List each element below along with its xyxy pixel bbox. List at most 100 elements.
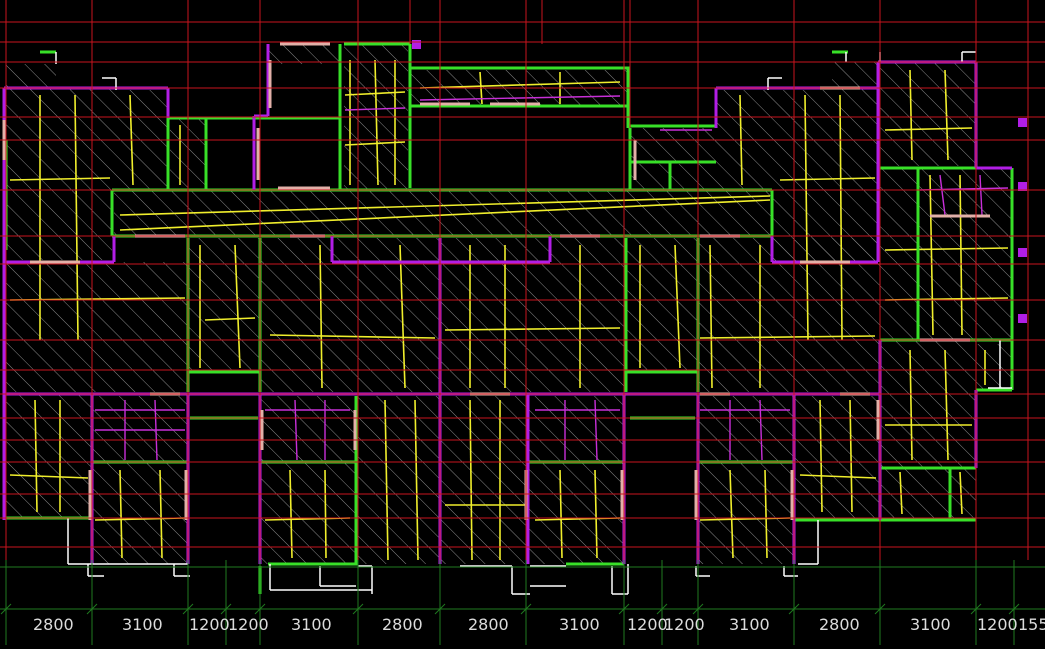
rebar-line	[469, 399, 473, 561]
slab-room	[356, 396, 440, 564]
rebar-line	[119, 469, 123, 559]
rebar-line	[444, 327, 621, 331]
dimension-label: 2800	[819, 615, 860, 634]
rebar-line-accent	[979, 174, 983, 216]
rebar-line	[959, 174, 963, 336]
axis-grid-red	[0, 0, 1045, 560]
rebar-line	[709, 244, 713, 389]
rebar-line	[374, 59, 379, 186]
rebar-line	[9, 474, 89, 479]
slab-room	[626, 238, 698, 370]
dimension-label: 3100	[122, 615, 163, 634]
slab-room	[188, 238, 260, 370]
column-marker	[1018, 248, 1027, 257]
rebar-line	[884, 247, 1009, 251]
rebar-line	[699, 335, 876, 339]
rebar-line	[594, 469, 598, 559]
rebar-line	[204, 317, 256, 321]
slab-room	[528, 396, 624, 564]
slab-room	[880, 168, 1012, 340]
rebar-line	[799, 474, 877, 479]
dimension-label: 1200	[189, 615, 230, 634]
rebar-line	[269, 334, 436, 339]
dimension-label: 3100	[729, 615, 770, 634]
dimension-label: 3100	[291, 615, 332, 634]
rebar-line	[559, 469, 563, 559]
rebar-line	[414, 399, 419, 561]
dimension-label: 2800	[33, 615, 74, 634]
rebar-line-accent	[294, 399, 298, 461]
column-marker	[1018, 314, 1027, 323]
rebar-line	[899, 471, 903, 515]
column-marker	[412, 40, 421, 49]
dimension-label: 3100	[559, 615, 600, 634]
rebar-line	[929, 174, 934, 336]
rebar-line	[159, 469, 163, 559]
rebar-line-accent	[759, 399, 763, 461]
rebar-line-accent	[344, 107, 406, 111]
slab-room	[268, 44, 340, 64]
dimension-label: 1200	[664, 615, 705, 634]
slab-room	[260, 396, 356, 564]
rebar-line	[839, 94, 843, 341]
rebar-line	[289, 469, 293, 559]
rebar-line	[884, 127, 973, 131]
slab-room	[6, 88, 112, 260]
rebar-line	[959, 471, 963, 515]
slab-room	[630, 164, 716, 190]
rebar-line	[419, 81, 621, 89]
column-marker	[1018, 118, 1027, 127]
rebar-line	[944, 69, 949, 161]
rebar-line	[384, 399, 389, 561]
rebar-line	[9, 177, 111, 181]
slab-room	[6, 394, 92, 518]
rebar-line-accent	[939, 174, 946, 216]
floor-slab-hatch-layer	[6, 44, 1012, 564]
slab-room	[6, 262, 188, 392]
rebar-line	[729, 469, 734, 559]
dimension-label: 1200	[228, 615, 269, 634]
dimension-label: 1200	[977, 615, 1018, 634]
rebar-line	[344, 91, 406, 96]
rebar-line	[324, 469, 327, 559]
slab-room	[114, 190, 772, 236]
slab-room	[976, 344, 1012, 390]
rebar-line	[804, 94, 809, 341]
rebar-line	[34, 399, 38, 513]
slab-room	[440, 396, 528, 564]
dimension-label: 2800	[468, 615, 509, 634]
rebar-line	[944, 349, 949, 461]
slab-room	[630, 128, 716, 162]
slab-room	[794, 396, 880, 520]
rebar-line	[234, 244, 241, 369]
rebar-line	[779, 177, 876, 181]
rebar-line	[344, 141, 406, 146]
slab-room	[92, 396, 188, 564]
rebar-line	[119, 195, 771, 216]
slab-room	[698, 396, 794, 564]
dimension-label: 3100	[910, 615, 951, 634]
slab-room	[878, 62, 976, 166]
column-marker	[1018, 182, 1027, 191]
rebar-line-accent	[594, 399, 598, 461]
rebar-line	[119, 199, 771, 231]
rebar-line	[849, 399, 853, 513]
rebar-line	[909, 349, 913, 461]
rebar-line	[399, 244, 406, 389]
dimension-label: 1200	[627, 615, 668, 634]
rebar-line-accent	[154, 399, 158, 461]
dimension-label: 155	[1018, 615, 1045, 634]
slab-room	[832, 62, 878, 90]
dimension-grid-green	[0, 560, 1045, 645]
rebar-line	[319, 244, 323, 389]
dimension-label: 2800	[382, 615, 423, 634]
rebar-line	[764, 469, 768, 559]
rebar-line	[674, 244, 681, 369]
rebar-line-accent	[419, 95, 621, 101]
slab-room	[772, 90, 878, 262]
slab-room	[6, 64, 56, 90]
rebar-line	[819, 399, 823, 513]
rebar-line	[909, 69, 913, 161]
slab-room	[880, 340, 976, 468]
